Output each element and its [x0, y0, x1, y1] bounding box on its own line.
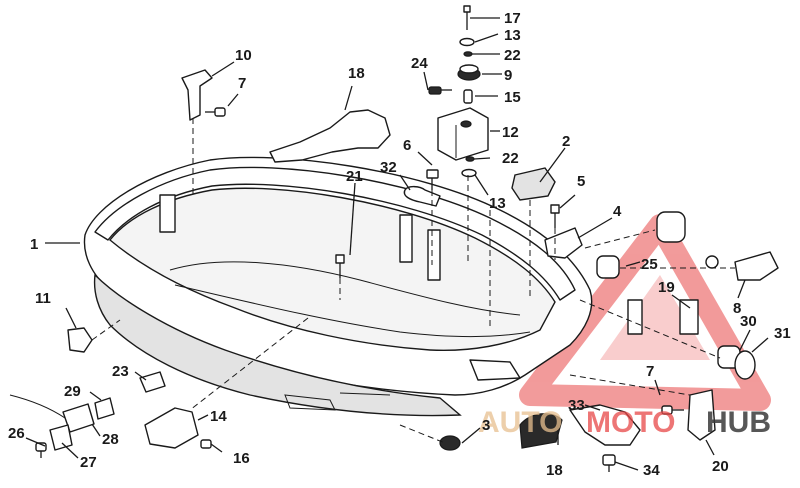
callout-15: 15 [504, 89, 521, 106]
callout-17: 17 [504, 10, 521, 27]
part-20-bracket [687, 389, 716, 441]
callout-21: 21 [346, 168, 363, 185]
part-31-ring [734, 350, 756, 380]
callout-18-lower: 18 [546, 462, 563, 479]
part-21-bolt [335, 254, 345, 278]
callout-8: 8 [733, 300, 741, 317]
watermark [519, 214, 771, 411]
part-14-latch [144, 407, 199, 449]
callout-30: 30 [740, 313, 757, 330]
part-9-grommet [457, 64, 481, 81]
part-8-knob [705, 251, 779, 281]
lower-cowling [83, 156, 593, 417]
callout-10: 10 [235, 47, 252, 64]
part-33-latch-spring [569, 404, 641, 446]
watermark-text: AUTO MOTO HUB [478, 406, 771, 439]
callout-1: 1 [30, 236, 38, 253]
part-19-plates [627, 299, 699, 335]
callout-5: 5 [577, 173, 585, 190]
watermark-triangle-inner [600, 275, 710, 360]
callout-13-top: 13 [504, 27, 521, 44]
callout-28: 28 [102, 431, 119, 448]
part-25-rollers [596, 211, 686, 279]
part-23-clip [139, 371, 166, 393]
part-34-screw [602, 454, 616, 472]
part-15-sleeve [463, 89, 473, 104]
callout-7-lower: 7 [646, 363, 654, 380]
callout-4: 4 [613, 203, 622, 220]
callout-22-top: 22 [504, 47, 521, 64]
watermark-moto: MOTO [586, 406, 675, 439]
callout-24: 24 [411, 55, 428, 72]
part-5-screw [550, 204, 560, 228]
watermark-auto: AUTO [478, 406, 562, 439]
part-2-pad [511, 167, 556, 201]
callout-12: 12 [502, 124, 519, 141]
callout-7-top: 7 [238, 75, 246, 92]
part-32-clip [403, 185, 441, 207]
callout-29: 29 [64, 383, 81, 400]
callout-27: 27 [80, 454, 97, 471]
watermark-hub: HUB [706, 406, 771, 439]
assembly-lines [91, 118, 735, 444]
leader-lines [25, 17, 769, 471]
part-24-screw [428, 86, 452, 95]
callout-23: 23 [112, 363, 129, 380]
callout-32: 32 [380, 159, 397, 176]
callout-11: 11 [35, 290, 51, 307]
part-16-screw [200, 439, 223, 453]
part-29-cable-clip [94, 397, 115, 420]
callout-31: 31 [774, 325, 791, 342]
callout-9: 9 [504, 67, 512, 84]
part-12-bracket [437, 107, 489, 161]
part-7-screw-lower [661, 405, 684, 415]
part-22-washer-lower [465, 156, 475, 162]
part-17-bolt [463, 5, 471, 30]
part-13-washer-top [459, 37, 475, 47]
part-6-screw [426, 169, 439, 190]
callout-14: 14 [210, 408, 227, 425]
part-10-bracket [181, 69, 213, 121]
callout-33: 33 [568, 397, 585, 414]
callout-16: 16 [233, 450, 250, 467]
callout-18-top: 18 [348, 65, 365, 82]
callout-22-lower: 22 [502, 150, 519, 167]
callout-labels: 1 2 3 4 5 6 7 7 8 9 10 11 12 13 13 14 15… [8, 10, 791, 479]
part-7-screw-top [205, 107, 226, 117]
part-27-clip [49, 424, 73, 451]
part-13-washer-lower [461, 168, 477, 178]
part-4-latch [544, 227, 583, 259]
callout-2: 2 [562, 133, 570, 150]
callout-20: 20 [712, 458, 729, 475]
part-18-latch-lever-top [269, 109, 391, 163]
callout-13-lower: 13 [489, 195, 506, 212]
watermark-triangle-outer [519, 214, 771, 411]
callout-19: 19 [658, 279, 675, 296]
callout-34: 34 [643, 462, 660, 479]
callout-25: 25 [641, 256, 658, 273]
part-11-fitting [67, 327, 93, 353]
part-3-grommet [439, 435, 461, 451]
cable [9, 394, 66, 419]
callout-3: 3 [482, 417, 490, 434]
part-22-washer-top [463, 51, 473, 57]
callout-6: 6 [403, 137, 411, 154]
part-18-hook-lower [519, 413, 563, 449]
callout-26: 26 [8, 425, 25, 442]
